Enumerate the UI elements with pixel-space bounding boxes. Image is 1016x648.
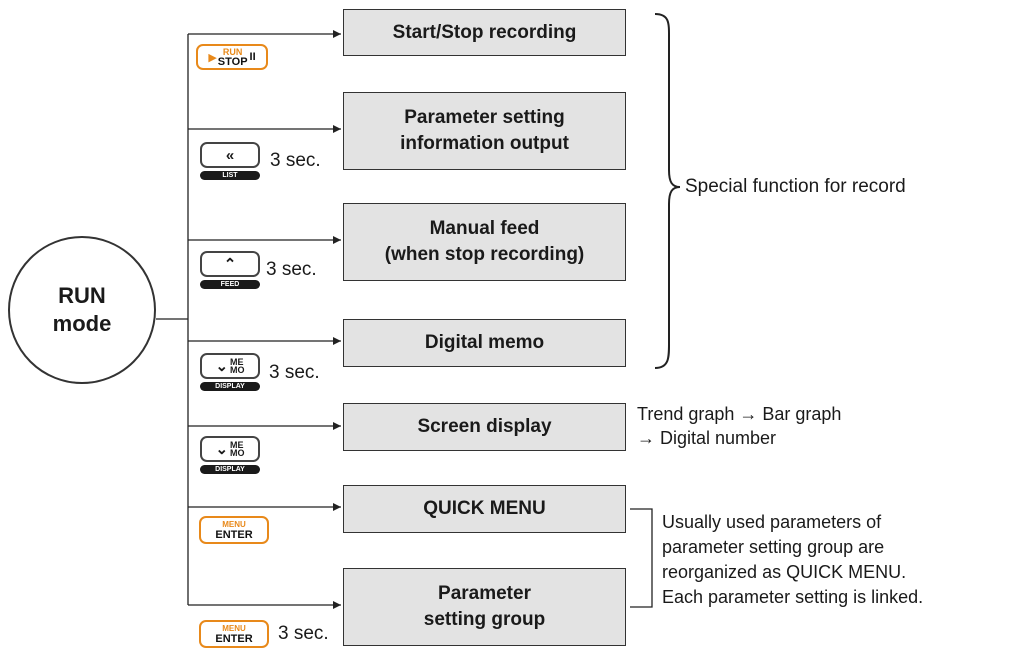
- chevron-down-icon: ⌄: [215, 441, 229, 458]
- enter-key-label: ENTER: [215, 633, 253, 645]
- list-key[interactable]: « LIST: [200, 142, 264, 180]
- menu-enter-key[interactable]: MENU ENTER: [199, 516, 269, 544]
- menu-key-label: MENU: [222, 520, 246, 529]
- menu-enter-key-hold[interactable]: MENU ENTER: [199, 620, 269, 648]
- note-line: Usually used parameters of: [662, 512, 882, 532]
- box-label: Parameter setting: [404, 107, 565, 128]
- note-line: Each parameter setting is linked.: [662, 587, 924, 607]
- box-label: Screen display: [417, 416, 552, 437]
- box-label: Parameter: [438, 583, 531, 604]
- list-key-label: LIST: [200, 171, 260, 180]
- box-label: QUICK MENU: [423, 498, 546, 519]
- manual-feed-box: Manual feed (when stop recording): [343, 203, 626, 281]
- hold-3-sec-label: 3 sec.: [270, 150, 321, 171]
- display-key-label: DISPLAY: [200, 382, 260, 391]
- box-label: Manual feed: [429, 218, 540, 239]
- run-key-label: RUN: [222, 47, 243, 57]
- note-line: → Digital number: [637, 428, 777, 448]
- quick-menu-box: QUICK MENU: [343, 485, 626, 533]
- mo-label: MO: [230, 448, 245, 458]
- box-label: (when stop recording): [384, 244, 585, 265]
- hold-3-sec-label: 3 sec.: [266, 259, 317, 280]
- me-label: ME: [230, 357, 244, 367]
- chevron-down-icon: ⌄: [215, 358, 229, 375]
- parameter-setting-group-box: Parameter setting group: [343, 568, 626, 646]
- mo-label: MO: [230, 365, 245, 375]
- run-mode-line1: RUN: [58, 283, 106, 308]
- box-label: setting group: [423, 609, 546, 630]
- play-icon: ▶: [208, 51, 217, 64]
- note-line: Trend graph → Bar graph: [637, 404, 842, 424]
- box-label: Digital memo: [424, 332, 545, 353]
- screen-display-box: Screen display: [343, 403, 626, 451]
- parameter-output-box: Parameter setting information output: [343, 92, 626, 170]
- me-label: ME: [230, 440, 244, 450]
- box-label: information output: [400, 133, 569, 154]
- double-chevron-left-icon: «: [225, 146, 235, 164]
- menu-key-label: MENU: [222, 624, 246, 633]
- screen-display-note: Trend graph → Bar graph → Digital number: [637, 402, 841, 450]
- curly-brace: [654, 13, 681, 369]
- run-stop-key[interactable]: ▶ RUN STOP II: [196, 44, 268, 70]
- stop-key-label: STOP: [217, 56, 248, 68]
- pause-icon: II: [249, 51, 256, 63]
- feed-key-label: FEED: [200, 280, 260, 289]
- display-memo-key[interactable]: ⌄ ME MO DISPLAY: [200, 353, 264, 391]
- start-stop-recording-box: Start/Stop recording: [343, 9, 626, 56]
- display-key-label: DISPLAY: [200, 465, 260, 474]
- special-function-note: Special function for record: [685, 176, 906, 197]
- hold-3-sec-label: 3 sec.: [278, 623, 329, 644]
- box-label: Start/Stop recording: [392, 21, 577, 43]
- run-mode-line2: mode: [52, 311, 112, 336]
- enter-key-label: ENTER: [215, 529, 253, 541]
- note-line: reorganized as QUICK MENU.: [662, 562, 907, 582]
- run-mode-node: RUN mode: [8, 236, 156, 384]
- note-line: parameter setting group are: [662, 537, 885, 557]
- display-key[interactable]: ⌄ ME MO DISPLAY: [200, 436, 264, 474]
- quick-menu-note: Usually used parameters of parameter set…: [662, 510, 923, 610]
- feed-key[interactable]: ⌃ FEED: [200, 251, 264, 289]
- chevron-up-icon: ⌃: [223, 256, 237, 273]
- hold-3-sec-label: 3 sec.: [269, 362, 320, 383]
- digital-memo-box: Digital memo: [343, 319, 626, 367]
